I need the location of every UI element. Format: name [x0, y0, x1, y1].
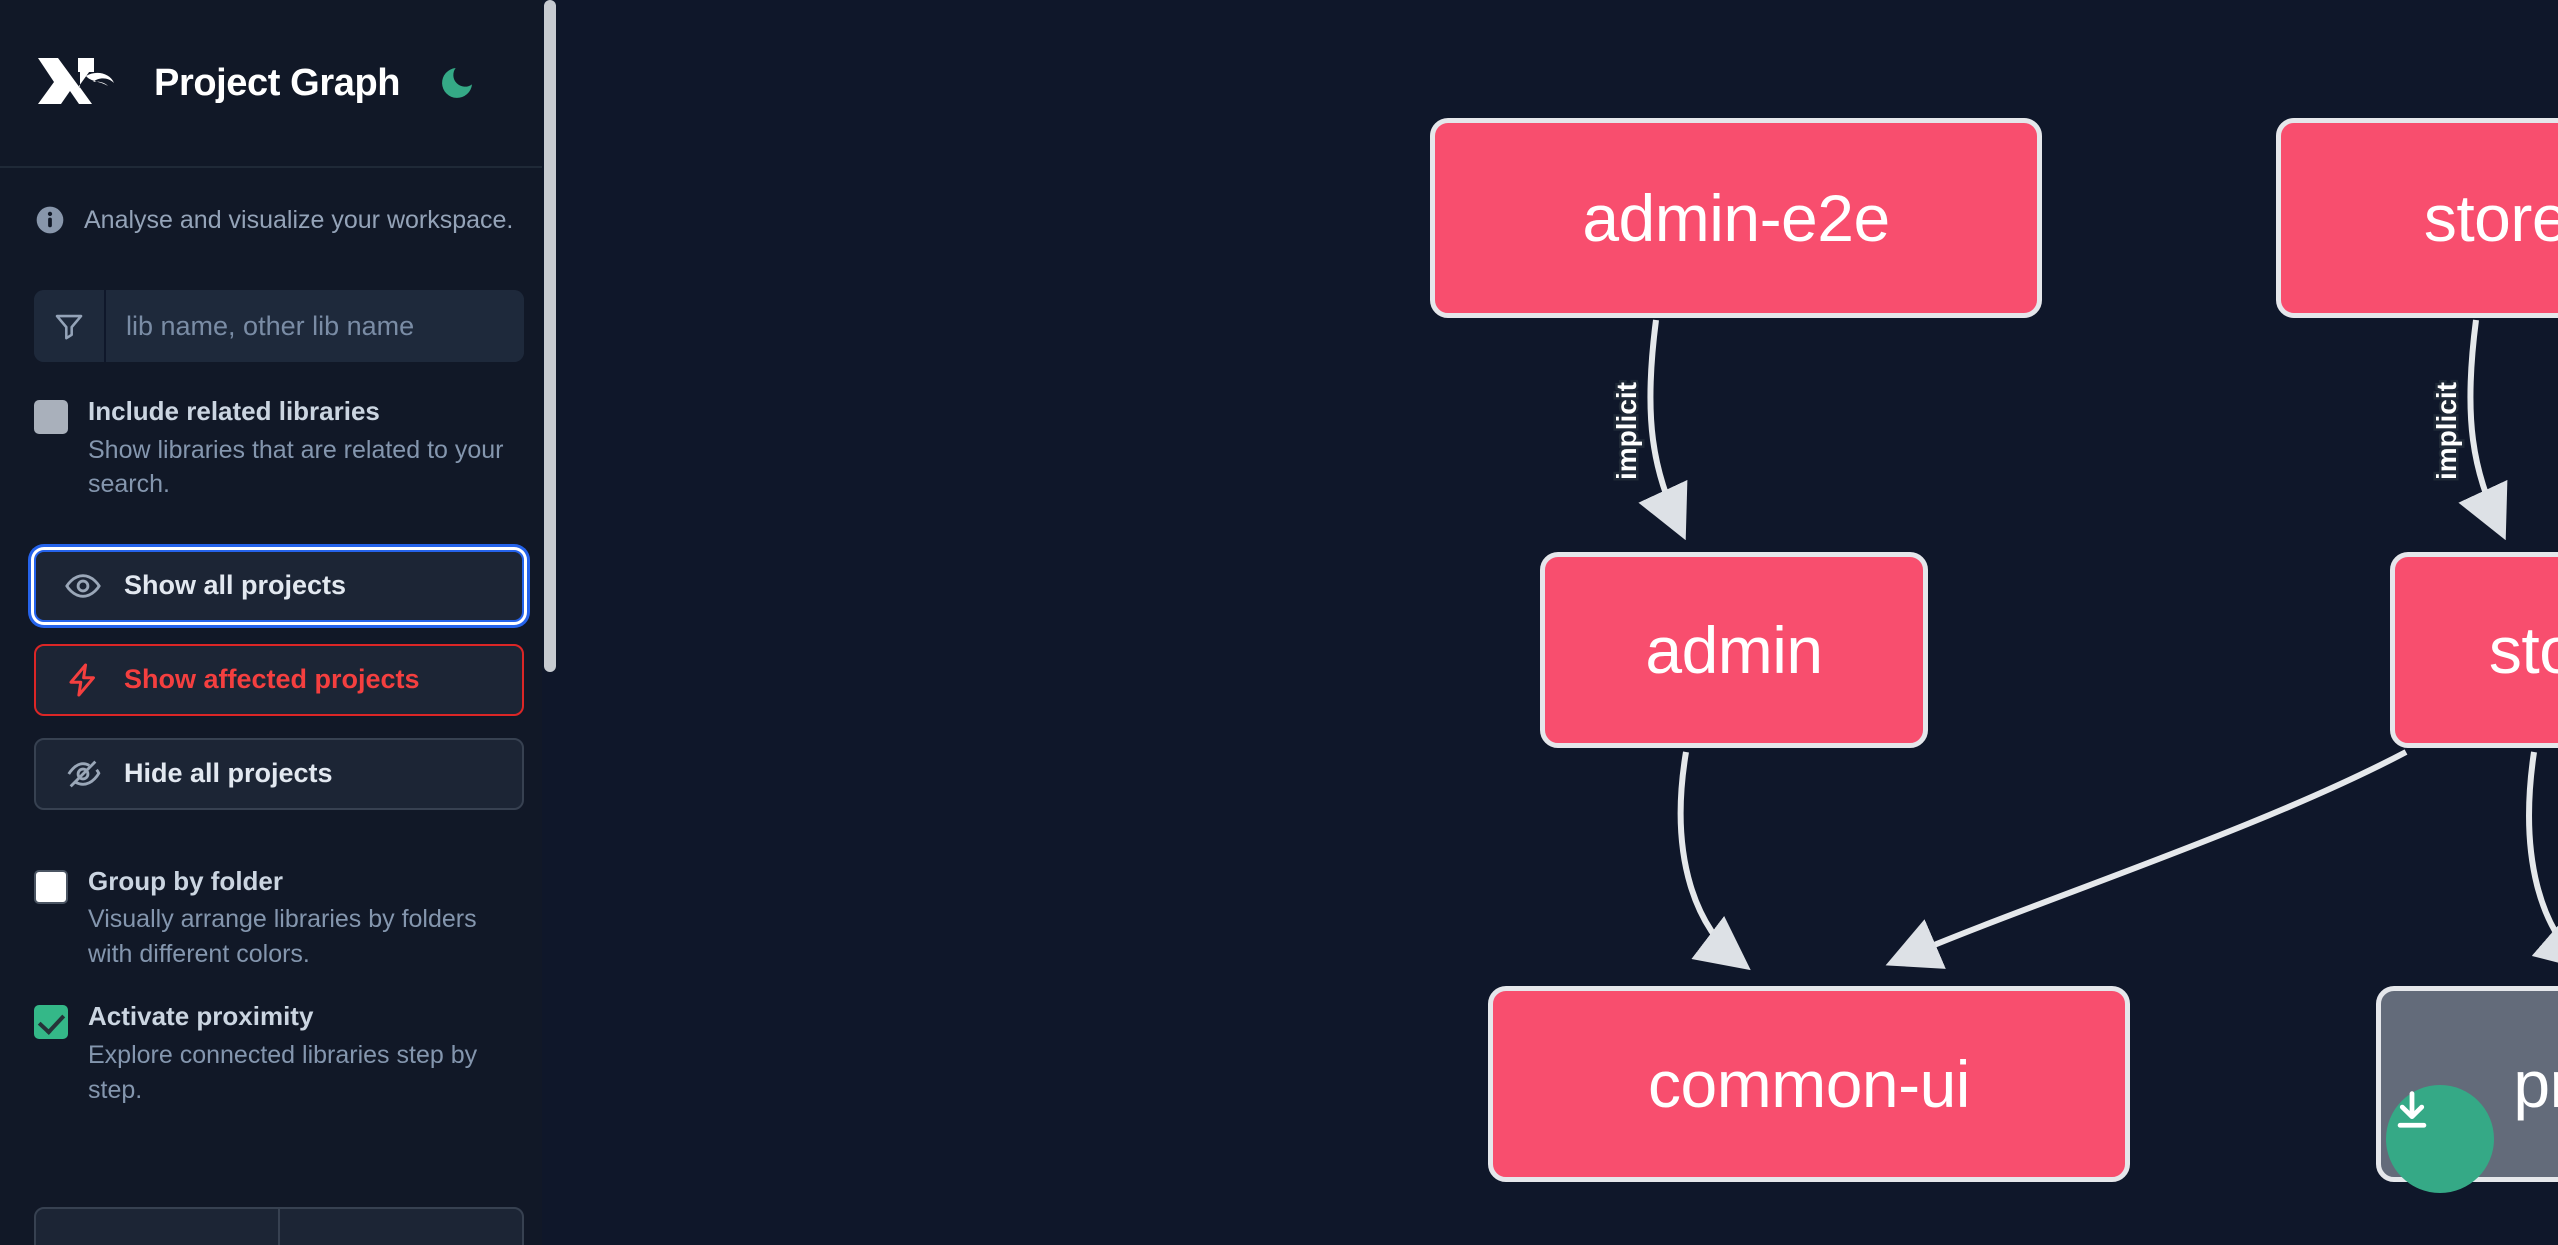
node-label: common-ui: [1648, 1047, 1970, 1121]
page-title: Project Graph: [154, 61, 401, 104]
graph-node-common-ui[interactable]: common-ui: [1488, 986, 2130, 1182]
edge-admin-e2e-admin: [1638, 319, 1688, 541]
search-input[interactable]: [106, 290, 524, 362]
hide-all-projects-button[interactable]: Hide all projects: [34, 737, 524, 810]
graph-node-store[interactable]: store: [2390, 552, 2558, 748]
tagline-text: Analyse and visualize your workspace.: [84, 205, 514, 234]
proximity-stepper[interactable]: [34, 1207, 524, 1245]
option-label: Activate proximity: [88, 1001, 314, 1032]
graph-canvas[interactable]: admin-e2e store-e2e admin store common-u…: [558, 0, 2558, 1245]
graph-node-admin-e2e[interactable]: admin-e2e: [1430, 118, 2042, 318]
option-activate-proximity[interactable]: Activate proximity Explore connected lib…: [0, 1001, 558, 1107]
stepper-divider: [278, 1209, 280, 1245]
nx-logo-icon: [34, 52, 126, 114]
sidebar-header: Project Graph: [0, 0, 558, 168]
option-label: Include related libraries: [88, 396, 380, 426]
checkbox-activate-proximity[interactable]: [34, 1005, 68, 1040]
graph-action-buttons: Show all projects Show affected projects: [34, 549, 524, 810]
eye-icon: [64, 567, 102, 605]
bolt-icon: [64, 661, 102, 699]
checkbox-include-related-libraries[interactable]: [34, 400, 68, 434]
sidebar: Project Graph Analyse and visualize your…: [0, 0, 558, 1245]
node-label: store-e2e: [2423, 181, 2558, 255]
edge-store-common-ui: [1885, 749, 2408, 969]
node-label: admin-e2e: [1582, 181, 1890, 255]
option-label: Group by folder: [88, 865, 283, 896]
sidebar-scrollbar-track[interactable]: [542, 0, 558, 1245]
graph-edges: [1638, 319, 2558, 971]
graph-node-admin[interactable]: admin: [1540, 552, 1928, 748]
option-include-related-libraries[interactable]: Include related libraries Show libraries…: [0, 396, 558, 502]
edge-admin-common-ui: [1677, 751, 1751, 971]
option-description: Visually arrange libraries by folders wi…: [88, 905, 477, 968]
node-label: admin: [1645, 613, 1823, 687]
option-description: Show libraries that are related to your …: [88, 435, 504, 499]
search-bar: [34, 290, 524, 362]
show-affected-projects-button[interactable]: Show affected projects: [34, 643, 524, 716]
button-label: Hide all projects: [124, 758, 333, 789]
edge-store-products: [2526, 751, 2558, 971]
filter-funnel-icon[interactable]: [34, 290, 106, 362]
node-label: store: [2488, 613, 2558, 687]
download-graph-button[interactable]: [2386, 1085, 2494, 1193]
edge-store-e2e-store: [2458, 319, 2508, 541]
stepper-increase[interactable]: [280, 1209, 522, 1245]
tagline: Analyse and visualize your workspace.: [0, 168, 558, 236]
option-group-by-folder[interactable]: Group by folder Visually arrange librari…: [0, 866, 558, 972]
checkbox-group-by-folder[interactable]: [34, 869, 68, 904]
show-all-projects-button[interactable]: Show all projects: [34, 549, 524, 622]
stepper-decrease[interactable]: [36, 1209, 278, 1245]
button-label: Show affected projects: [124, 664, 420, 695]
button-label: Show all projects: [124, 570, 347, 601]
node-label: products: [2513, 1047, 2558, 1121]
moon-icon[interactable]: [434, 60, 480, 106]
graph-node-store-e2e[interactable]: store-e2e: [2276, 118, 2558, 318]
option-description: Explore connected libraries step by step…: [88, 1041, 478, 1104]
eye-off-icon: [64, 755, 102, 793]
info-icon: [34, 204, 66, 236]
sidebar-scrollbar-thumb[interactable]: [544, 0, 556, 672]
